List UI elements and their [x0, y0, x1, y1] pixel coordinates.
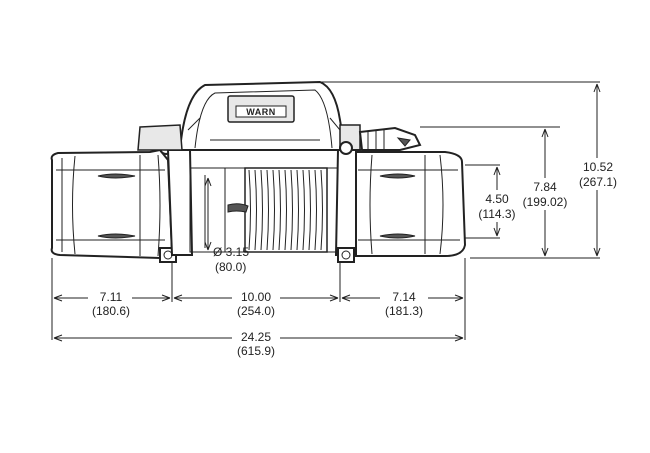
left-end-bracket [166, 149, 194, 256]
remote-plug [358, 126, 422, 151]
right-width-in: 7.14 [392, 290, 416, 304]
rope-coil [266, 169, 269, 251]
rope-coil [248, 169, 251, 251]
gear-housing [355, 151, 467, 257]
overall-height-mm: (267.1) [579, 175, 617, 189]
right-top-bolt-icon [339, 141, 353, 155]
rope-coil [308, 169, 311, 251]
motor-housing [50, 141, 177, 263]
rope-coils [248, 169, 323, 251]
rope-coil [296, 169, 299, 251]
mount-height-mm: (199.02) [523, 195, 568, 209]
hook-icon [227, 203, 249, 213]
drum-width-mm: (254.0) [237, 304, 275, 318]
drum-height-mm: (114.3) [478, 207, 515, 221]
overall-height-in: 10.52 [583, 160, 613, 174]
overall-width-in: 24.25 [241, 330, 271, 344]
control-box: WARN [137, 80, 361, 151]
drum-height-in: 4.50 [485, 192, 509, 206]
warn-logo-text: WARN [246, 107, 276, 117]
drum-diameter-mm: (80.0) [215, 260, 246, 274]
warn-logo-plate [235, 105, 287, 118]
winch-illustration: WARN [50, 80, 467, 263]
rope-coil [272, 169, 275, 251]
rope-coil [254, 169, 257, 251]
dimension-labels: 10.52 (267.1) 7.84 (199.02) 4.50 (114.3)… [88, 158, 624, 358]
drum [189, 167, 341, 253]
overall-width-mm: (615.9) [237, 344, 275, 358]
mount-height-in: 7.84 [533, 180, 557, 194]
right-foot-icon [337, 247, 355, 263]
left-width-mm: (180.6) [92, 304, 130, 318]
rope-coil [284, 169, 287, 251]
left-width-in: 7.11 [100, 290, 123, 304]
rope-coil [314, 169, 317, 251]
drum-diameter-in: Ø 3.15 [213, 245, 249, 259]
rope-coil [302, 169, 305, 251]
drum-width-in: 10.00 [241, 290, 271, 304]
rope-coil [320, 169, 323, 251]
rope-coil [260, 169, 263, 251]
right-width-mm: (181.3) [385, 304, 423, 318]
rope-coil [290, 169, 293, 251]
rope-coil [278, 169, 281, 251]
